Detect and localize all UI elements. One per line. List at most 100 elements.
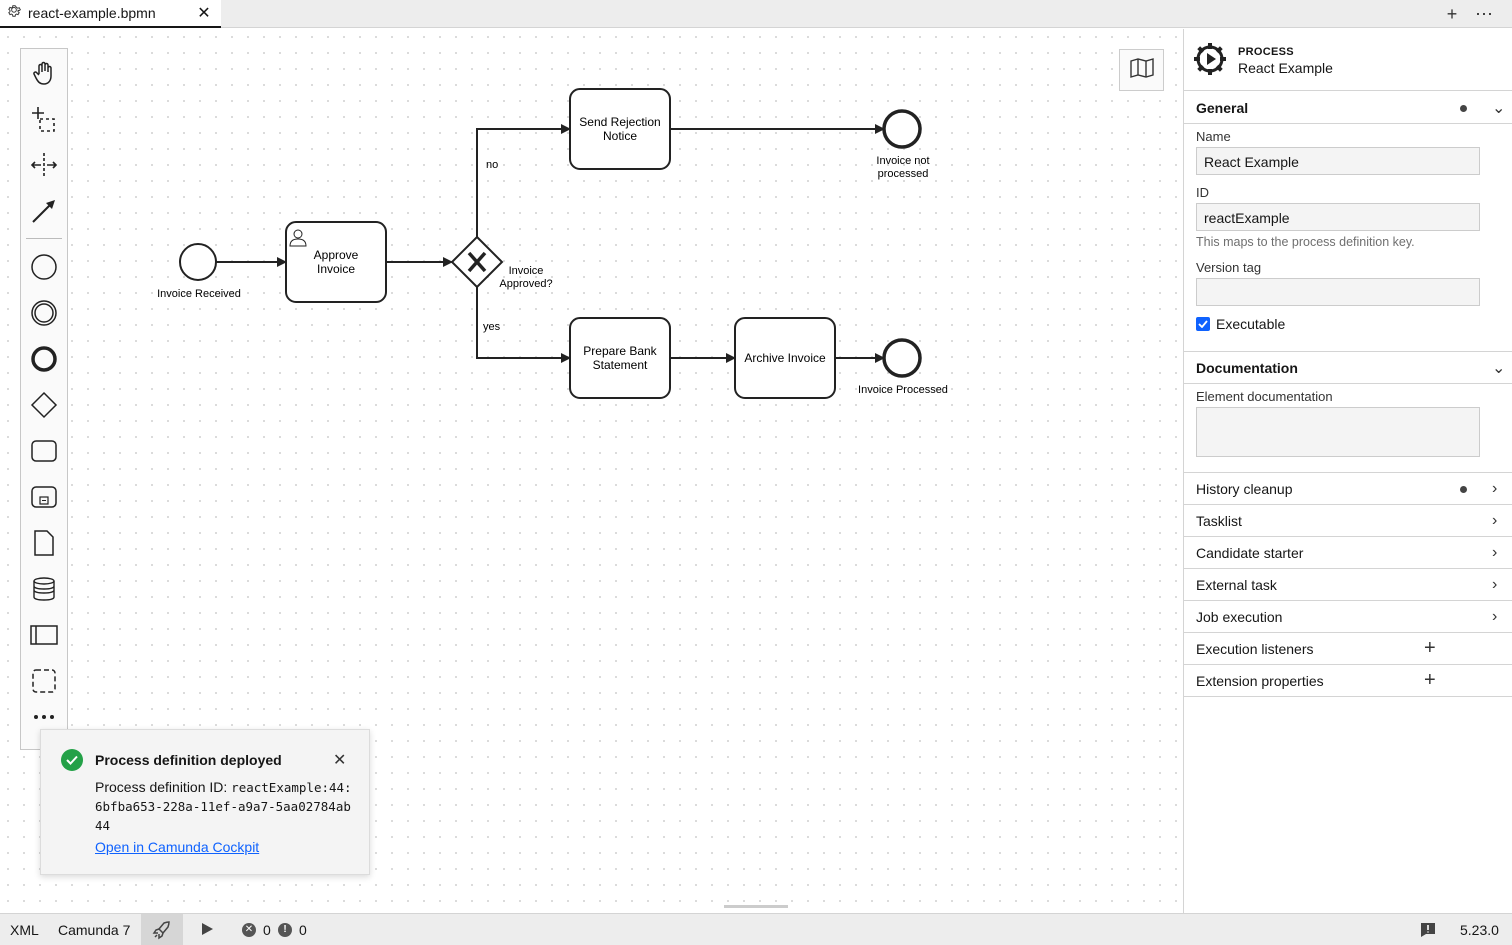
gateway-icon[interactable] bbox=[21, 385, 67, 425]
process-gear-icon bbox=[1192, 41, 1228, 82]
element-name: React Example bbox=[1238, 60, 1333, 76]
group-execution-listeners[interactable]: Execution listeners + bbox=[1184, 633, 1512, 665]
notification-id-value: reactExample:44:6bfba653-228a-11ef-a9a7-… bbox=[95, 780, 352, 833]
changed-indicator bbox=[1460, 486, 1467, 493]
task-rejection-line2: Notice bbox=[603, 129, 637, 143]
group-history-cleanup[interactable]: History cleanup › bbox=[1184, 473, 1512, 505]
file-tab[interactable]: react-example.bpmn ✕ bbox=[0, 0, 221, 28]
task-archive-invoice[interactable]: Archive Invoice bbox=[734, 317, 836, 399]
changed-indicator bbox=[1460, 105, 1467, 112]
warning-icon: ! bbox=[278, 923, 292, 937]
hand-tool-icon[interactable] bbox=[21, 53, 67, 93]
task-approve-invoice[interactable]: Approve Invoice bbox=[285, 221, 387, 303]
deploy-rocket-icon[interactable] bbox=[141, 914, 183, 945]
error-icon: ✕ bbox=[242, 923, 256, 937]
end-event-not-processed[interactable] bbox=[882, 109, 922, 149]
open-cockpit-link[interactable]: Open in Camunda Cockpit bbox=[95, 839, 260, 855]
end-not-processed-line1: Invoice not bbox=[876, 155, 929, 167]
name-field[interactable]: React Example bbox=[1196, 147, 1480, 175]
status-bar: XML Camunda 7 ✕ 0 ! 0 5.23.0 bbox=[0, 913, 1512, 945]
group-icon[interactable] bbox=[21, 661, 67, 701]
group-job-execution[interactable]: Job execution› bbox=[1184, 601, 1512, 633]
task-icon[interactable] bbox=[21, 431, 67, 471]
run-play-icon[interactable] bbox=[200, 922, 214, 939]
flow-yes[interactable] bbox=[476, 287, 571, 363]
end-event-icon[interactable] bbox=[21, 339, 67, 379]
map-icon bbox=[1129, 57, 1155, 84]
more-icon[interactable] bbox=[21, 707, 67, 727]
group-label: Job execution bbox=[1196, 608, 1283, 625]
new-tab-button[interactable]: + bbox=[1446, 4, 1458, 24]
more-options-button[interactable]: ⋯ bbox=[1475, 4, 1493, 24]
add-icon[interactable]: + bbox=[1424, 637, 1436, 659]
chevron-down-icon: ⌄ bbox=[1492, 359, 1506, 377]
panel-header: PROCESS React Example bbox=[1184, 29, 1512, 91]
flow-no[interactable] bbox=[476, 124, 571, 237]
version-tag-field[interactable] bbox=[1196, 278, 1480, 306]
group-candidate-starter[interactable]: Candidate starter › bbox=[1184, 537, 1512, 569]
start-event-label: Invoice Received bbox=[157, 288, 241, 300]
lasso-tool-icon[interactable] bbox=[21, 99, 67, 139]
subprocess-icon[interactable] bbox=[21, 477, 67, 517]
task-prepare-line1: Prepare Bank bbox=[583, 344, 657, 358]
chevron-right-icon: › bbox=[1492, 511, 1498, 529]
participant-icon[interactable] bbox=[21, 615, 67, 655]
group-documentation-header[interactable]: Documentation ⌄ bbox=[1184, 352, 1512, 384]
group-label: Extension properties bbox=[1196, 672, 1324, 689]
start-event-icon[interactable] bbox=[21, 247, 67, 287]
minimap-toggle[interactable] bbox=[1119, 49, 1164, 91]
close-icon[interactable]: ✕ bbox=[197, 5, 211, 22]
xml-button[interactable]: XML bbox=[10, 922, 39, 938]
user-task-icon bbox=[289, 229, 307, 247]
deploy-notification: Process definition deployed ✕ Process de… bbox=[40, 729, 370, 875]
close-icon[interactable]: ✕ bbox=[333, 752, 347, 769]
executable-checkbox[interactable] bbox=[1196, 317, 1210, 331]
group-label: Tasklist bbox=[1196, 512, 1242, 529]
chevron-down-icon: ⌄ bbox=[1492, 99, 1506, 117]
task-prepare-bank-statement[interactable]: Prepare Bank Statement bbox=[569, 317, 671, 399]
group-external-task[interactable]: External task› bbox=[1184, 569, 1512, 601]
id-hint: This maps to the process definition key. bbox=[1196, 235, 1415, 249]
name-label: Name bbox=[1196, 129, 1231, 144]
engine-button[interactable]: Camunda 7 bbox=[58, 922, 131, 938]
panel-resize-handle[interactable] bbox=[724, 905, 788, 908]
app-version[interactable]: 5.23.0 bbox=[1460, 922, 1499, 938]
version-tag-label: Version tag bbox=[1196, 260, 1262, 275]
documentation-field[interactable] bbox=[1196, 407, 1480, 457]
executable-row: Executable bbox=[1196, 316, 1285, 332]
warning-count[interactable]: 0 bbox=[299, 922, 307, 938]
chevron-right-icon: › bbox=[1492, 543, 1498, 561]
end-not-processed-line2: processed bbox=[878, 168, 929, 180]
end-event-processed[interactable] bbox=[882, 338, 922, 378]
group-label: Candidate starter bbox=[1196, 544, 1304, 561]
connect-tool-icon[interactable] bbox=[21, 191, 67, 231]
flow-no-label: no bbox=[486, 159, 498, 171]
group-label: Execution listeners bbox=[1196, 640, 1314, 657]
intermediate-event-icon[interactable] bbox=[21, 293, 67, 333]
feedback-icon[interactable] bbox=[1420, 922, 1436, 941]
start-event[interactable] bbox=[179, 243, 217, 281]
data-object-icon[interactable] bbox=[21, 523, 67, 563]
id-field[interactable]: reactExample bbox=[1196, 203, 1480, 231]
gateway-label-line1: Invoice bbox=[509, 265, 544, 277]
add-icon[interactable]: + bbox=[1424, 669, 1436, 691]
task-rejection-line1: Send Rejection bbox=[579, 115, 660, 129]
group-tasklist[interactable]: Tasklist › bbox=[1184, 505, 1512, 537]
element-type: PROCESS bbox=[1238, 46, 1294, 58]
tab-bar: react-example.bpmn ✕ + ⋯ bbox=[0, 0, 1512, 28]
notification-body: Process definition ID: reactExample:44:6… bbox=[95, 778, 355, 835]
modeling-canvas[interactable]: Invoice Received Approve Invoice Invoice… bbox=[0, 29, 1183, 913]
space-tool-icon[interactable] bbox=[21, 145, 67, 185]
group-documentation-title: Documentation bbox=[1196, 359, 1298, 376]
exclusive-gateway[interactable] bbox=[450, 235, 504, 289]
tab-filename: react-example.bpmn bbox=[28, 5, 156, 21]
chevron-right-icon: › bbox=[1492, 479, 1498, 497]
group-label: History cleanup bbox=[1196, 480, 1293, 497]
group-general-header[interactable]: General ⌄ bbox=[1184, 92, 1512, 124]
success-check-icon bbox=[61, 749, 83, 771]
error-count[interactable]: 0 bbox=[263, 922, 271, 938]
group-general-title: General bbox=[1196, 99, 1249, 116]
data-store-icon[interactable] bbox=[21, 569, 67, 609]
task-send-rejection[interactable]: Send Rejection Notice bbox=[569, 88, 671, 170]
group-extension-properties[interactable]: Extension properties + bbox=[1184, 665, 1512, 697]
